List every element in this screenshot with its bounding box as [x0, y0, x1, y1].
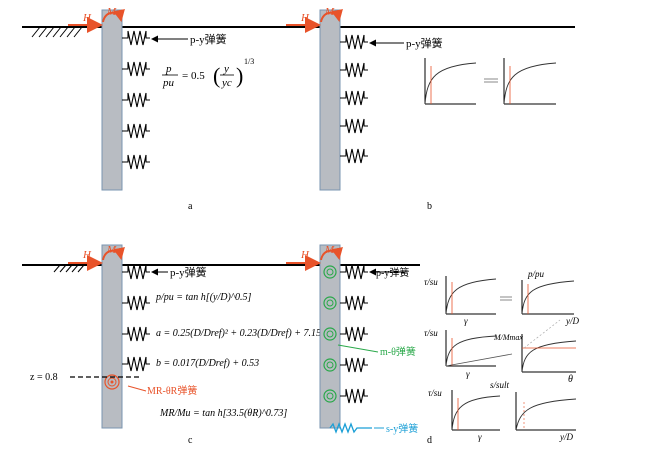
z-label: z = 0.8 [30, 372, 58, 383]
rot-spring-label: MR-θR弹簧 [147, 384, 197, 397]
force-h-label-c: H [82, 249, 92, 261]
mini-graph-b-1 [424, 58, 477, 105]
panel-label-c: c [188, 435, 193, 446]
spring-a-1 [122, 30, 150, 46]
graph-d-4-ylabel: M/Mmax [493, 333, 523, 342]
moment-arrow-a [102, 9, 125, 23]
springs-c [122, 264, 150, 372]
s-y-spring [329, 422, 372, 434]
force-h-label-b: H [300, 12, 310, 24]
svg-text:(: ( [213, 63, 220, 88]
graph-d-2 [521, 280, 575, 315]
pile-b [319, 9, 341, 191]
panel-b: H M p-y弹簧 b [283, 6, 575, 212]
graph-d-6 [515, 392, 577, 431]
graph-d-3-xlabel: γ [466, 369, 470, 379]
moment-arrow-b [320, 9, 343, 23]
moment-label-b: M [324, 6, 335, 18]
svg-text:yc: yc [221, 77, 232, 89]
moment-label-d: M [324, 244, 335, 256]
graph-d-6-ylabel: s/sult [490, 380, 510, 390]
soil-hatch-c [53, 264, 85, 273]
springs-d [340, 264, 368, 404]
graph-d-6-xlabel: y/D [559, 432, 573, 442]
equation-c-1: p/pu = tan h[(y/D)^0.5] [155, 292, 252, 303]
panel-c: H M p-y弹簧 z = 0.8 MR-θR弹簧 p/pu = tan h[(… [22, 244, 321, 446]
graph-d-5-xlabel: γ [478, 432, 482, 442]
graph-d-3 [445, 330, 513, 367]
panel-label-b: b [427, 201, 432, 212]
m-theta-springs [323, 265, 337, 403]
panel-d: H M s-y弹簧 p-y弹簧 m-θ弹簧 [283, 244, 579, 446]
graph-d-5 [451, 390, 501, 431]
springs-b [340, 34, 368, 164]
graph-d-1-xlabel: γ [464, 316, 468, 326]
m-theta-label: m-θ弹簧 [380, 345, 416, 358]
moment-arrow-d [320, 247, 343, 261]
svg-text:= 0.5: = 0.5 [182, 70, 205, 82]
springs-a [122, 30, 150, 170]
rotational-spring-icon [104, 374, 120, 390]
rot-spring-pointer [127, 385, 147, 392]
equation-c-4: MR/Mu = tan h[33.5(θR)^0.73] [159, 408, 287, 419]
spring-label-d: p-y弹簧 [376, 266, 409, 279]
s-y-label: s-y弹簧 [386, 422, 418, 435]
graph-d-4-xlabel: θ [568, 374, 573, 385]
spring-a-3 [122, 92, 150, 108]
m-theta-pointer [337, 344, 379, 353]
panel-label-d: d [427, 435, 432, 446]
svg-text:): ) [236, 63, 243, 88]
graph-d-2-ylabel: p/pu [527, 269, 545, 279]
force-h-label-d: H [300, 249, 310, 261]
equation-c-2: a = 0.25(D/Dref)² + 0.23(D/Dref) + 7.15 [156, 328, 321, 339]
graph-d-5-ylabel: τ/su [428, 388, 442, 398]
panel-label-a: a [188, 201, 193, 212]
svg-text:p: p [165, 63, 172, 75]
moment-label-c: M [106, 244, 117, 256]
spring-a-5 [122, 154, 150, 170]
equation-c-3: b = 0.017(D/Dref) + 0.53 [156, 358, 259, 369]
spring-a-2 [122, 61, 150, 77]
graph-d-2-xlabel: y/D [565, 316, 579, 326]
graph-d-1 [445, 276, 497, 315]
formula-a: p pu = 0.5 ( y yc ) 1/3 [162, 57, 254, 89]
graph-d-3-ylabel: τ/su [424, 328, 438, 338]
panel-a: H M p-y弹簧 p pu = 0.5 ( y yc ) 1/3 a [22, 6, 283, 212]
svg-text:y: y [223, 63, 229, 75]
soil-hatch-a [31, 26, 83, 38]
mini-graph-b-2 [503, 58, 557, 105]
moment-label-a: M [106, 6, 117, 18]
pile-a [101, 9, 123, 191]
svg-text:pu: pu [162, 77, 175, 89]
svg-text:1/3: 1/3 [244, 57, 254, 66]
graph-d-1-ylabel: τ/su [424, 277, 438, 287]
moment-arrow-c [102, 247, 125, 261]
equations-c: p/pu = tan h[(y/D)^0.5] a = 0.25(D/Dref)… [155, 292, 321, 419]
pile-c [101, 244, 123, 429]
spring-label-a: p-y弹簧 [190, 32, 227, 46]
spring-a-4 [122, 123, 150, 139]
force-h-label-a: H [82, 12, 92, 24]
graph-d-4 [521, 319, 577, 373]
spring-label-c: p-y弹簧 [170, 265, 207, 279]
spring-label-b: p-y弹簧 [406, 36, 443, 50]
